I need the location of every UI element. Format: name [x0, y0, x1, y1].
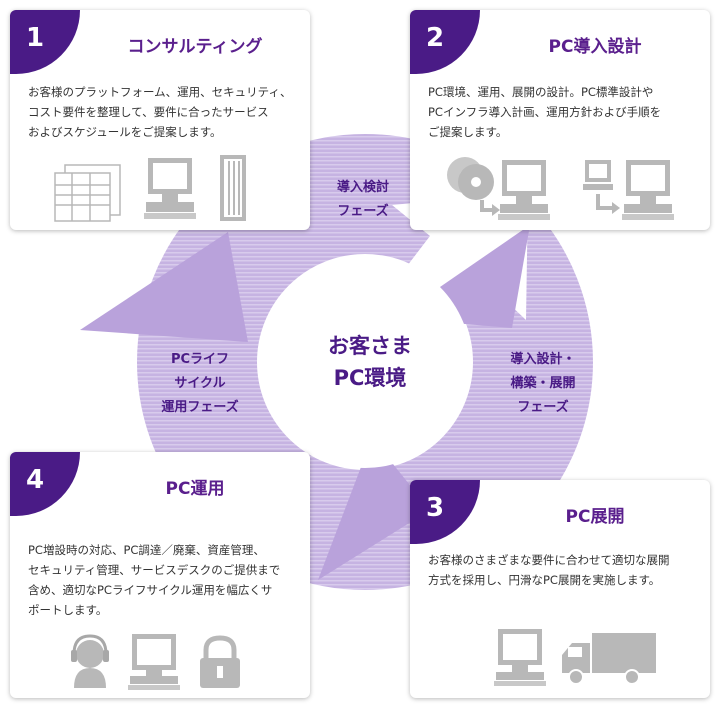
desc-line: ポートします。 — [28, 603, 108, 617]
card-description: PC増設時の対応、PC調達／廃棄、資産管理、 セキュリティ管理、サービスデスクの… — [28, 540, 294, 620]
disc-install-icon — [447, 157, 500, 216]
card-description: PC環境、運用、展開の設計。PC標準設計や PCインフラ導入計画、運用方針および… — [428, 82, 694, 142]
cycle-arrow-left — [80, 232, 248, 342]
computer-icon — [128, 634, 180, 690]
computer-icon — [494, 629, 546, 686]
phase-label-review: 導入検討 フェーズ — [313, 176, 413, 224]
phase-lifecycle-line2: サイクル — [174, 376, 226, 391]
desc-line: コスト要件を整理して、要件に合ったサービス — [28, 105, 269, 119]
server-tower-icon — [220, 155, 246, 221]
card-description: お客様のプラットフォーム、運用、セキュリティ、 コスト要件を整理して、要件に合っ… — [28, 82, 294, 142]
phase-review-line1: 導入検討 — [336, 180, 389, 195]
desc-line: PC増設時の対応、PC調達／廃棄、資産管理、 — [28, 543, 265, 557]
desc-line: 方式を採用し、円滑なPC展開を実施します。 — [428, 573, 661, 587]
card-consulting: 1 コンサルティング お客様のプラットフォーム、運用、セキュリティ、 コスト要件… — [10, 10, 310, 230]
desc-line: ご提案します。 — [428, 125, 508, 139]
phase-lifecycle-line3: 運用フェーズ — [161, 400, 239, 415]
card-title: PC展開 — [565, 507, 625, 527]
card-icons — [71, 634, 240, 690]
card-icons — [54, 155, 246, 222]
card-pc-operation: 4 PC運用 PC増設時の対応、PC調達／廃棄、資産管理、 セキュリティ管理、サ… — [10, 452, 310, 698]
step-number: 1 — [26, 23, 45, 53]
phase-review-line2: フェーズ — [337, 204, 389, 219]
desc-line: お客様のプラットフォーム、運用、セキュリティ、 — [28, 85, 292, 99]
card-description: お客様のさまざまな要件に合わせて適切な展開 方式を採用し、円滑なPC展開を実施し… — [428, 550, 694, 590]
computer-icon — [144, 158, 196, 219]
card-icons — [447, 157, 674, 220]
card-pc-design: 2 PC導入設計 PC環境、運用、展開の設計。PC標準設計や PCインフラ導入計… — [410, 10, 710, 230]
phase-build-line3: フェーズ — [517, 400, 569, 415]
center-line1: お客さま — [328, 334, 412, 358]
desc-line: PC環境、運用、展開の設計。PC標準設計や — [428, 85, 654, 99]
desc-line: セキュリティ管理、サービスデスクのご提供まで — [28, 563, 281, 577]
card-title: PC導入設計 — [548, 37, 642, 57]
card-title: コンサルティング — [127, 37, 263, 57]
step-number: 3 — [426, 493, 445, 523]
step-number: 2 — [426, 23, 445, 53]
phase-build-line1: 導入設計・ — [510, 352, 576, 367]
phase-build-line2: 構築・展開 — [510, 376, 576, 391]
desc-line: お客様のさまざまな要件に合わせて適切な展開 — [428, 553, 670, 567]
delivery-truck-icon — [562, 633, 656, 685]
desc-line: およびスケジュールをご提案します。 — [28, 125, 222, 139]
card-icons — [494, 629, 656, 686]
step-badge: 3 — [410, 480, 480, 544]
step-number: 4 — [26, 465, 45, 495]
phase-lifecycle-line1: PCライフ — [170, 352, 230, 367]
phase-label-lifecycle: PCライフ サイクル 運用フェーズ — [140, 348, 260, 420]
card-pc-deployment: 3 PC展開 お客様のさまざまな要件に合わせて適切な展開 方式を採用し、円滑なP… — [410, 480, 710, 698]
step-badge: 1 — [10, 10, 80, 74]
center-label: お客さま PC環境 — [305, 330, 435, 394]
headset-operator-icon — [71, 634, 109, 688]
phase-label-build: 導入設計・ 構築・展開 フェーズ — [488, 348, 598, 420]
computer-icon — [498, 160, 550, 220]
desc-line: PCインフラ導入計画、運用方針および手順を — [428, 105, 662, 119]
pc-to-pc-transfer-icon — [583, 160, 674, 220]
step-badge: 4 — [10, 452, 80, 516]
document-icon — [54, 164, 121, 222]
desc-line: 含め、適切なPCライフサイクル運用を幅広くサ — [28, 583, 273, 597]
card-title: PC運用 — [165, 479, 225, 499]
center-line2: PC環境 — [333, 366, 407, 390]
step-badge: 2 — [410, 10, 480, 74]
cycle-arrow-bottom — [318, 438, 430, 580]
padlock-icon — [200, 635, 240, 688]
